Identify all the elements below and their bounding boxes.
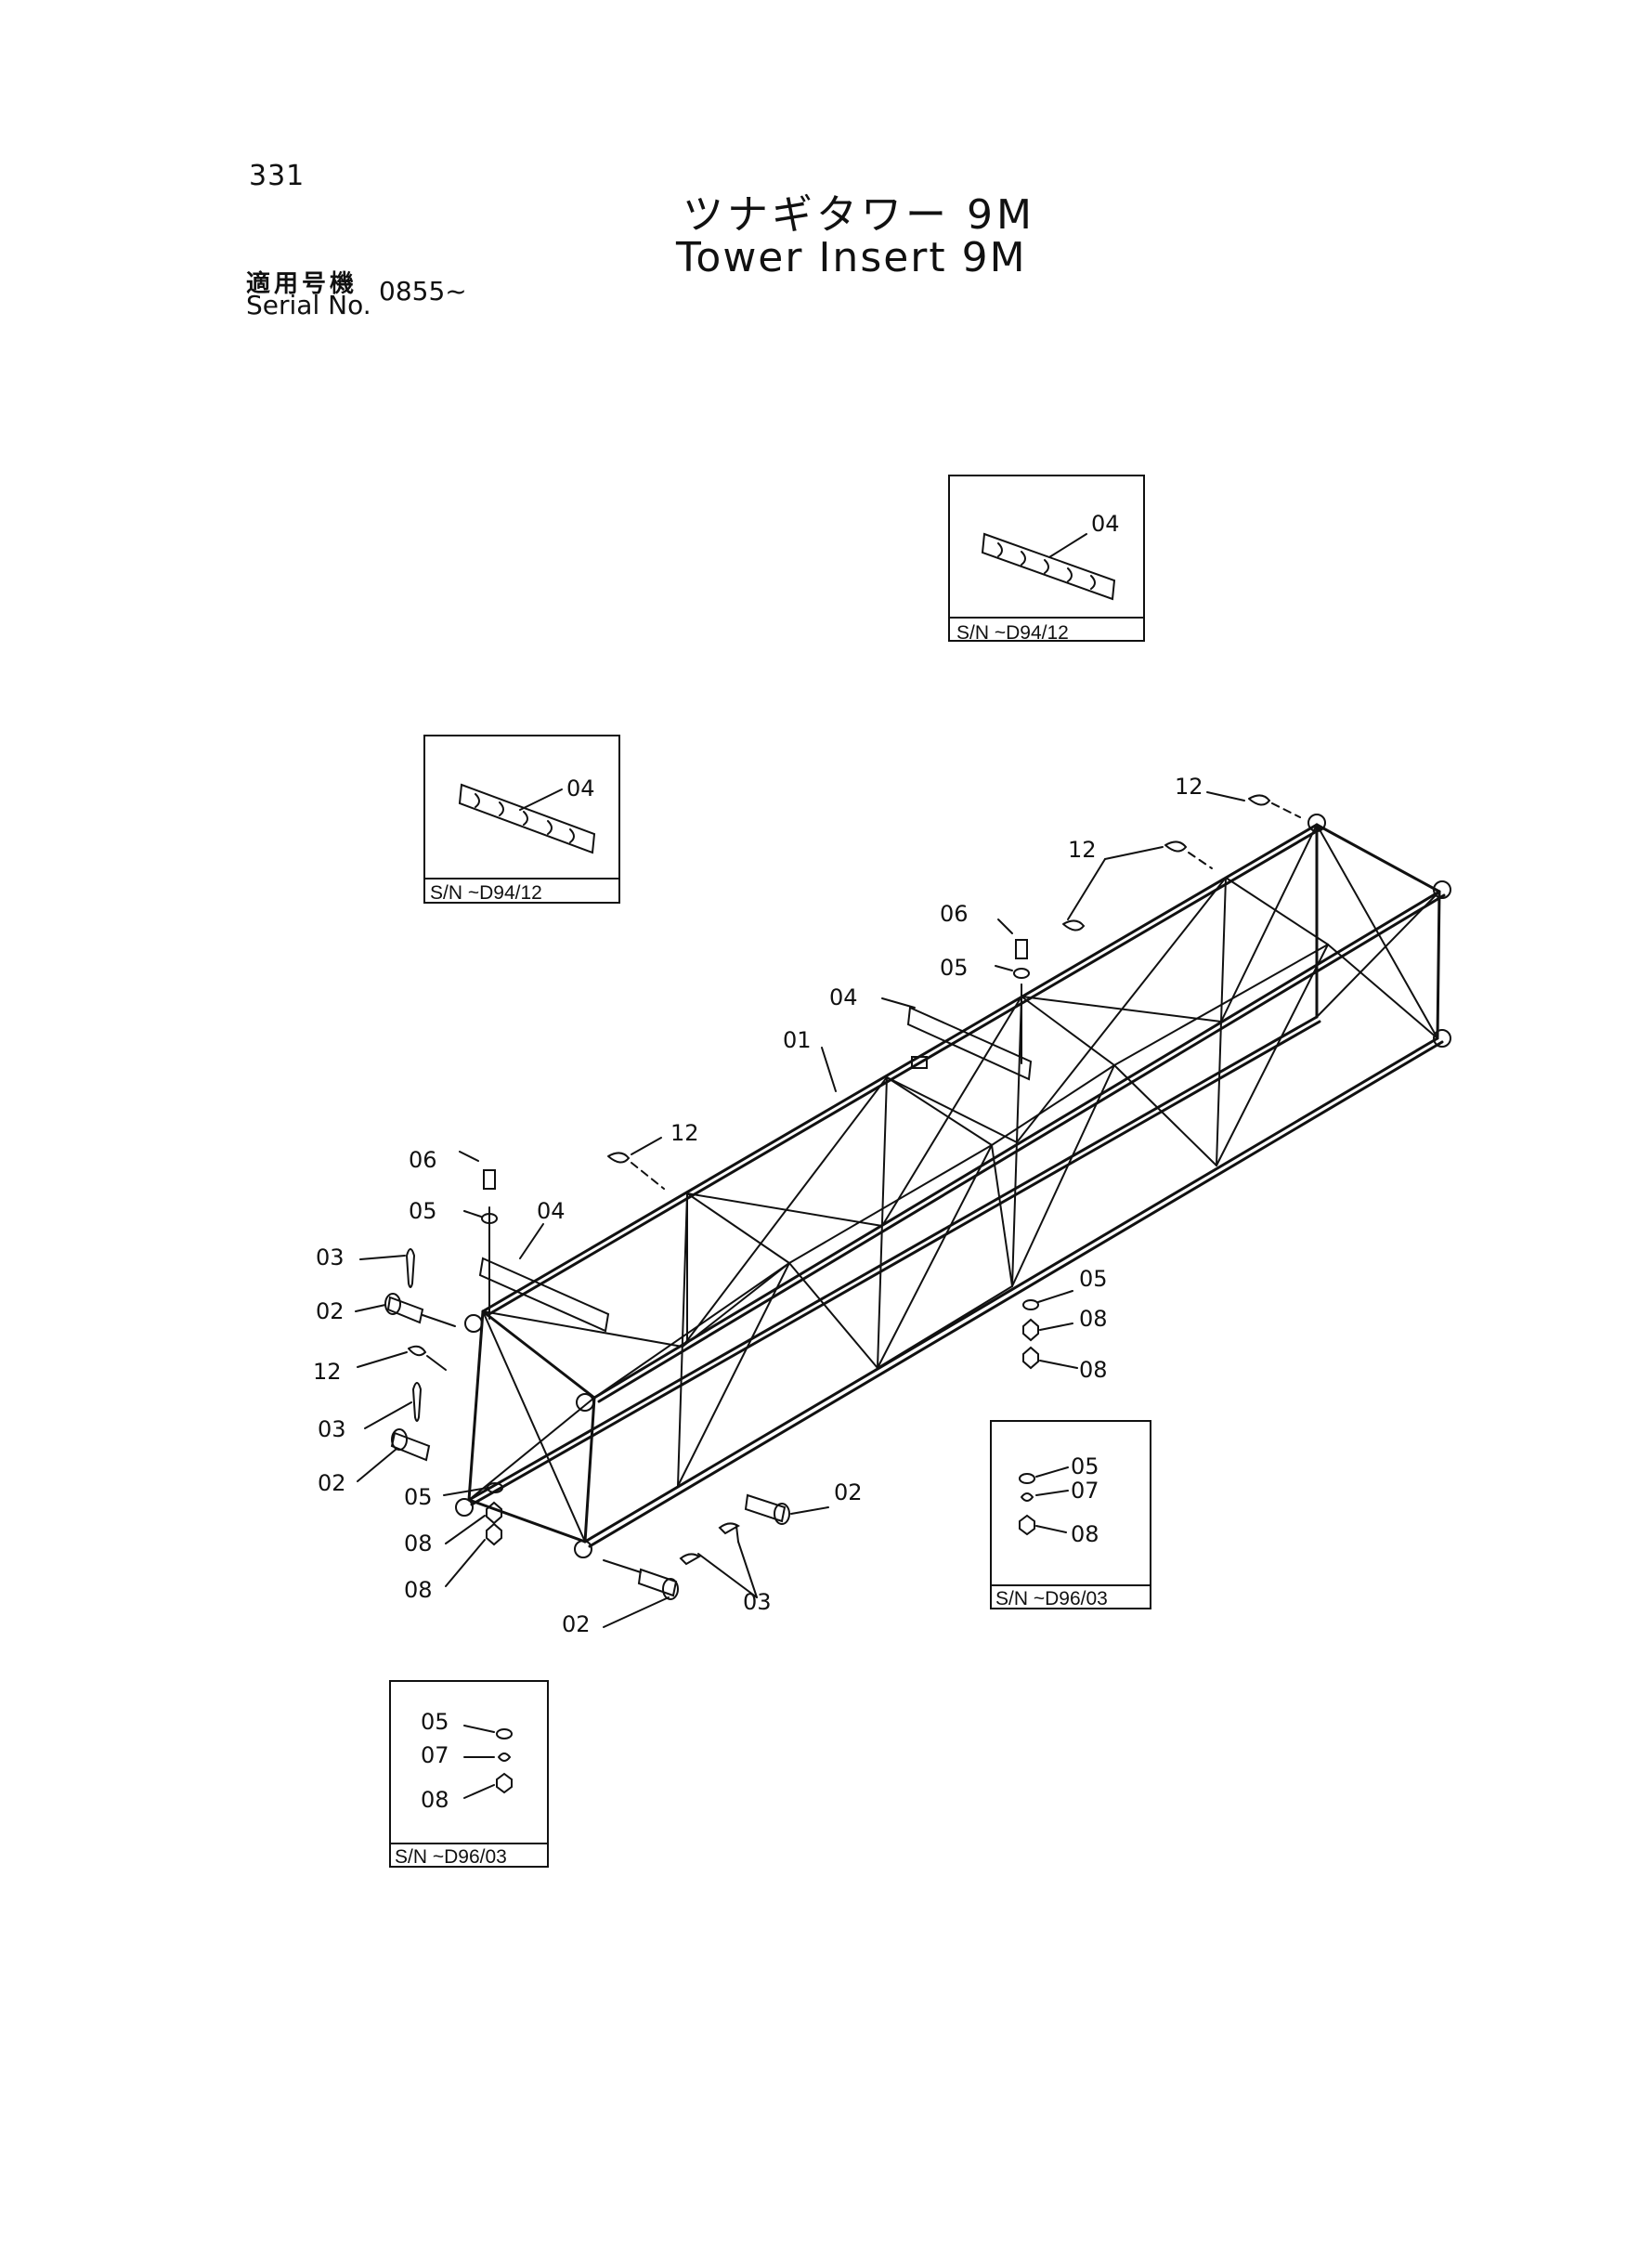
right-hardware	[603, 1290, 1078, 1628]
inset-box-4	[389, 1680, 549, 1868]
left-hardware	[355, 1248, 503, 1587]
title-japanese: ツナギタワー 9M	[683, 191, 1035, 239]
inset-3-label-08: 08	[1071, 1521, 1099, 1547]
callout-02: 02	[562, 1611, 591, 1637]
inset-4-label-07: 07	[421, 1742, 449, 1768]
callout-02: 02	[316, 1298, 345, 1324]
serial-label-english: Serial No.	[246, 290, 371, 320]
callout-03: 03	[743, 1589, 772, 1615]
inset-1-label: 04	[1091, 511, 1120, 537]
inset-3-serial: S/N ~D96/03	[995, 1588, 1108, 1609]
inset-3-label-07: 07	[1071, 1478, 1099, 1504]
serial-value: 0855~	[379, 276, 467, 306]
inset-1-serial: S/N ~D94/12	[956, 622, 1069, 644]
callout-01: 01	[783, 1027, 812, 1053]
callout-06: 06	[409, 1147, 437, 1173]
inset-1-leader	[1048, 533, 1087, 558]
inset-3-label-05: 05	[1071, 1453, 1099, 1479]
inset-4-serial: S/N ~D96/03	[395, 1846, 507, 1868]
callout-08: 08	[1079, 1306, 1108, 1332]
tower-insert-lattice	[455, 814, 1451, 1558]
callout-03: 03	[316, 1244, 345, 1270]
callout-02: 02	[834, 1479, 863, 1505]
inset-2-label: 04	[566, 775, 595, 801]
page-number: 331	[249, 160, 306, 192]
callout-08: 08	[404, 1531, 433, 1557]
inset-4-label-08: 08	[421, 1787, 449, 1813]
inset-box-1	[948, 475, 1145, 642]
callout-08: 08	[404, 1577, 433, 1603]
bracket-04-lower	[459, 1151, 610, 1333]
callout-03: 03	[318, 1416, 346, 1442]
bracket-04-upper	[821, 919, 1033, 1092]
callout-05: 05	[940, 955, 969, 981]
callout-06: 06	[940, 901, 969, 927]
callout-04: 04	[829, 984, 858, 1010]
inset-box-3	[990, 1420, 1151, 1609]
callout-05: 05	[404, 1484, 433, 1510]
clips-12	[607, 791, 1301, 1190]
inset-box-2	[423, 735, 620, 904]
callout-12: 12	[313, 1359, 342, 1385]
callout-02: 02	[318, 1470, 346, 1496]
title-english: Tower Insert 9M	[676, 234, 1027, 281]
inset-2-serial: S/N ~D94/12	[430, 882, 542, 904]
inset-4-label-05: 05	[421, 1709, 449, 1735]
callout-12: 12	[1068, 837, 1097, 863]
callout-05: 05	[1079, 1266, 1108, 1292]
callout-04: 04	[537, 1198, 566, 1224]
serial-label-japanese: 適用号機	[246, 270, 358, 298]
inset-2-leader	[519, 788, 563, 811]
callout-12: 12	[1175, 774, 1203, 800]
callout-08: 08	[1079, 1357, 1108, 1383]
callout-12: 12	[670, 1120, 699, 1146]
callout-05: 05	[409, 1198, 437, 1224]
